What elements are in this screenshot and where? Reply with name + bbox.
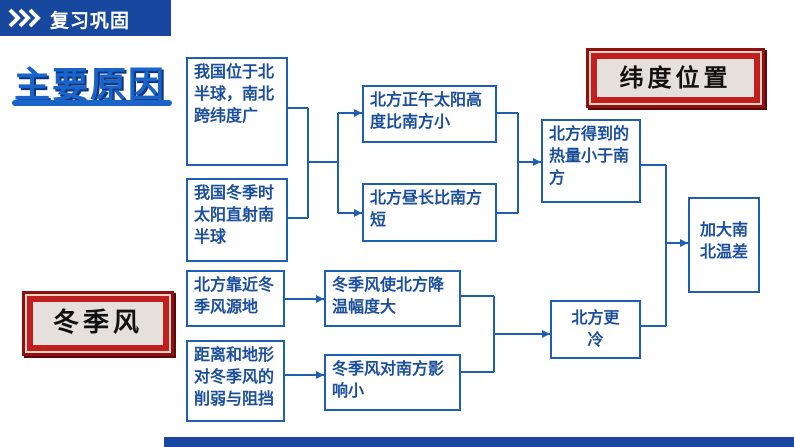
box-text: 加大南北温差 — [699, 220, 748, 261]
badge-label: 纬度位置 — [619, 64, 732, 92]
bottom-bar — [164, 437, 794, 447]
box-temperature-difference: 加大南北温差 — [688, 197, 760, 293]
box-text: 我国位于北半球，南北跨纬度广 — [194, 62, 275, 125]
box-text: 距离和地形对冬季风的削弱与阻挡 — [194, 345, 275, 408]
badge-winter-monsoon: 冬季风 — [22, 291, 174, 356]
box-text: 北方昼长比南方短 — [370, 188, 483, 229]
box-text: 冬季风使北方降温幅度大 — [332, 275, 445, 316]
section-header: 复习巩固 — [0, 0, 171, 36]
badge-background — [33, 302, 163, 345]
box-near-monsoon-source: 北方靠近冬季风源地 — [186, 270, 285, 327]
header-title: 复习巩固 — [50, 10, 131, 32]
box-south-less-affected: 冬季风对南方影响小 — [324, 354, 461, 411]
box-text: 我国冬季时太阳直射南半球 — [194, 183, 275, 246]
box-text: 北方靠近冬季风源地 — [194, 275, 275, 316]
box-text: 北方正午太阳高度比南方小 — [370, 90, 483, 131]
badge-latitude-position: 纬度位置 — [586, 48, 765, 108]
box-north-less-heat: 北方得到的热量小于南方 — [541, 119, 641, 203]
box-text: 北方得到的热量小于南方 — [549, 124, 630, 187]
box-distance-terrain: 距离和地形对冬季风的削弱与阻挡 — [186, 340, 285, 422]
box-day-length: 北方昼长比南方短 — [362, 183, 497, 242]
box-north-colder: 北方更冷 — [550, 300, 641, 359]
box-text: 北方更冷 — [571, 308, 620, 349]
box-noon-sun-angle: 北方正午太阳高度比南方小 — [362, 85, 497, 143]
badge-background — [597, 59, 754, 97]
box-north-cooling: 冬季风使北方降温幅度大 — [324, 270, 461, 327]
box-northern-hemisphere: 我国位于北半球，南北跨纬度广 — [186, 57, 288, 166]
box-text: 冬季风对南方影响小 — [332, 359, 445, 400]
badge-label: 冬季风 — [52, 308, 143, 338]
box-sun-direct-south: 我国冬季时太阳直射南半球 — [186, 178, 288, 262]
main-title: 主要原因 — [14, 65, 167, 106]
title-underline — [12, 100, 172, 106]
